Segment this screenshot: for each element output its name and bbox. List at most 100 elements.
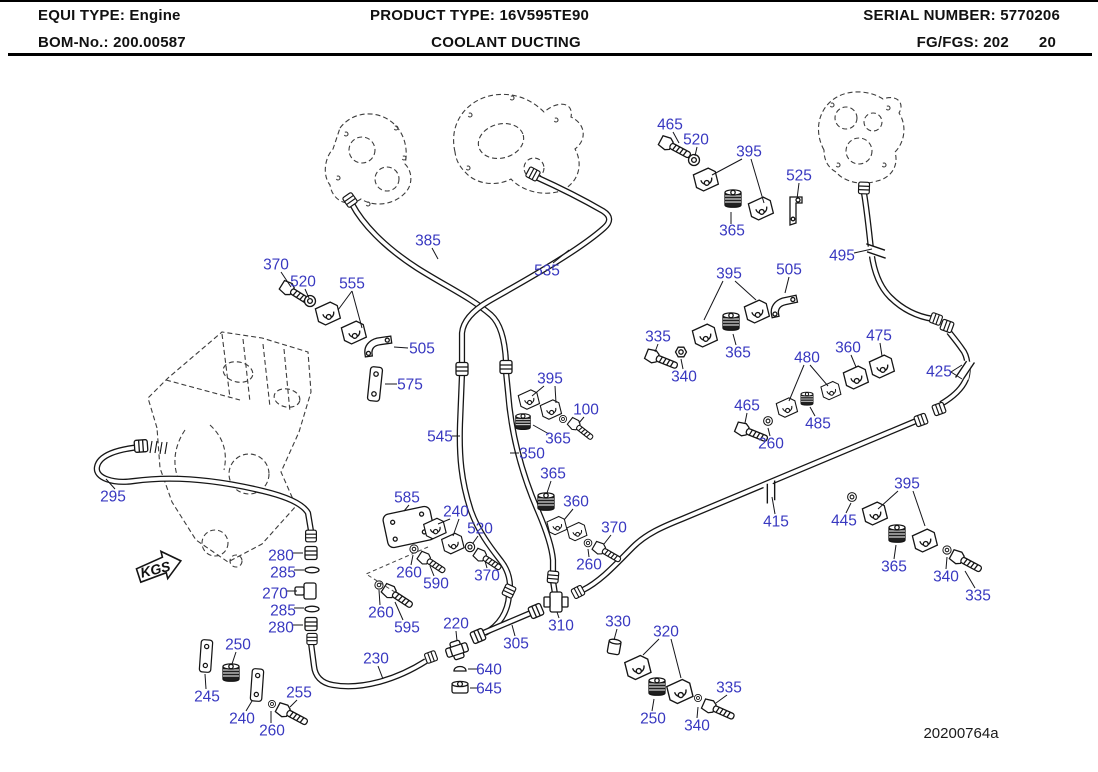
clamp-395-b [747, 195, 775, 223]
fitting-495-top [857, 181, 871, 195]
part-label-340[interactable]: 340 [933, 569, 959, 586]
part-label-415[interactable]: 415 [763, 514, 789, 531]
part-label-250[interactable]: 250 [640, 711, 666, 728]
part-label-585[interactable]: 585 [394, 490, 420, 507]
part-label-285[interactable]: 285 [270, 565, 296, 582]
part-label-365[interactable]: 365 [725, 345, 751, 362]
part-label-425[interactable]: 425 [926, 364, 952, 381]
part-label-575[interactable]: 575 [397, 377, 423, 394]
part-label-350[interactable]: 350 [519, 446, 545, 463]
part-label-320[interactable]: 320 [653, 624, 679, 641]
part-label-495[interactable]: 495 [829, 248, 855, 265]
leader-line-485 [809, 406, 816, 417]
part-label-100[interactable]: 100 [573, 402, 599, 419]
part-label-595[interactable]: 595 [394, 620, 420, 637]
part-label-220[interactable]: 220 [443, 616, 469, 633]
part-label-485[interactable]: 485 [805, 416, 831, 433]
part-label-260[interactable]: 260 [368, 605, 394, 622]
part-label-295[interactable]: 295 [100, 489, 126, 506]
part-label-230[interactable]: 230 [363, 651, 389, 668]
fitting-305-right [527, 602, 545, 620]
part-label-505[interactable]: 505 [776, 262, 802, 279]
part-label-340[interactable]: 340 [671, 369, 697, 386]
part-label-545[interactable]: 545 [427, 429, 453, 446]
part-label-250[interactable]: 250 [225, 637, 251, 654]
tee-270 [294, 582, 317, 600]
pipes [93, 174, 971, 690]
part-label-260[interactable]: 260 [576, 557, 602, 574]
part-label-340[interactable]: 340 [684, 718, 710, 735]
part-label-335[interactable]: 335 [965, 588, 991, 605]
leader-line-335 [654, 343, 659, 353]
part-label-590[interactable]: 590 [423, 576, 449, 593]
part-label-520[interactable]: 520 [683, 132, 709, 149]
pipe-535 [458, 174, 613, 364]
fitting-295 [133, 438, 149, 454]
part-label-270[interactable]: 270 [262, 586, 288, 603]
part-label-280[interactable]: 280 [268, 548, 294, 565]
part-label-255[interactable]: 255 [286, 685, 312, 702]
leader-line-505 [393, 346, 409, 349]
part-label-370[interactable]: 370 [601, 520, 627, 537]
part-label-505[interactable]: 505 [409, 341, 435, 358]
part-label-525[interactable]: 525 [786, 168, 812, 185]
part-label-535[interactable]: 535 [534, 263, 560, 280]
part-label-520[interactable]: 520 [290, 274, 316, 291]
part-label-640[interactable]: 640 [476, 662, 502, 679]
part-label-240[interactable]: 240 [443, 504, 469, 521]
part-label-305[interactable]: 305 [503, 636, 529, 653]
part-label-360[interactable]: 360 [563, 494, 589, 511]
part-label-395[interactable]: 395 [894, 476, 920, 493]
bushing-250-bc [648, 677, 666, 696]
part-label-480[interactable]: 480 [794, 350, 820, 367]
fitting-545-bottom [501, 582, 517, 600]
part-label-335[interactable]: 335 [716, 680, 742, 697]
part-label-310[interactable]: 310 [548, 618, 574, 635]
leader-line-395 [711, 158, 743, 176]
part-label-330[interactable]: 330 [605, 614, 631, 631]
clamp-395-h [911, 527, 939, 555]
part-label-465[interactable]: 465 [657, 117, 683, 134]
cross-fitting-220 [443, 637, 471, 663]
part-label-395[interactable]: 395 [736, 144, 762, 161]
part-label-395[interactable]: 395 [716, 266, 742, 283]
part-label-445[interactable]: 445 [831, 513, 857, 530]
part-label-645[interactable]: 645 [476, 681, 502, 698]
leader-line-590 [429, 565, 435, 577]
part-label-370[interactable]: 370 [474, 568, 500, 585]
part-label-260[interactable]: 260 [259, 723, 285, 740]
leader-line-335 [715, 694, 728, 704]
break-mark-415 [762, 480, 780, 504]
part-label-280[interactable]: 280 [268, 620, 294, 637]
part-label-520[interactable]: 520 [467, 521, 493, 538]
part-label-365[interactable]: 365 [540, 466, 566, 483]
washer-340-bc [694, 694, 702, 702]
leader-line-320 [670, 638, 682, 679]
part-label-385[interactable]: 385 [415, 233, 441, 250]
part-label-555[interactable]: 555 [339, 276, 365, 293]
part-label-285[interactable]: 285 [270, 603, 296, 620]
part-label-465[interactable]: 465 [734, 398, 760, 415]
part-label-260[interactable]: 260 [758, 436, 784, 453]
leader-line-370 [484, 560, 488, 569]
bom-number: BOM-No.: 200.00587 [38, 34, 186, 51]
part-label-365[interactable]: 365 [545, 431, 571, 448]
leader-line-240 [452, 518, 460, 537]
part-label-335[interactable]: 335 [645, 329, 671, 346]
part-label-475[interactable]: 475 [866, 328, 892, 345]
part-label-395[interactable]: 395 [537, 371, 563, 388]
leader-line-295 [105, 478, 116, 490]
part-label-260[interactable]: 260 [396, 565, 422, 582]
part-label-240[interactable]: 240 [229, 711, 255, 728]
part-label-245[interactable]: 245 [194, 689, 220, 706]
part-label-360[interactable]: 360 [835, 340, 861, 357]
washer-445 [847, 492, 857, 502]
clamp-395-d [743, 298, 771, 326]
part-label-370[interactable]: 370 [263, 257, 289, 274]
part-label-365[interactable]: 365 [719, 223, 745, 240]
break-mark-495 [866, 243, 886, 259]
fitting-280-b [304, 616, 318, 632]
part-label-365[interactable]: 365 [881, 559, 907, 576]
